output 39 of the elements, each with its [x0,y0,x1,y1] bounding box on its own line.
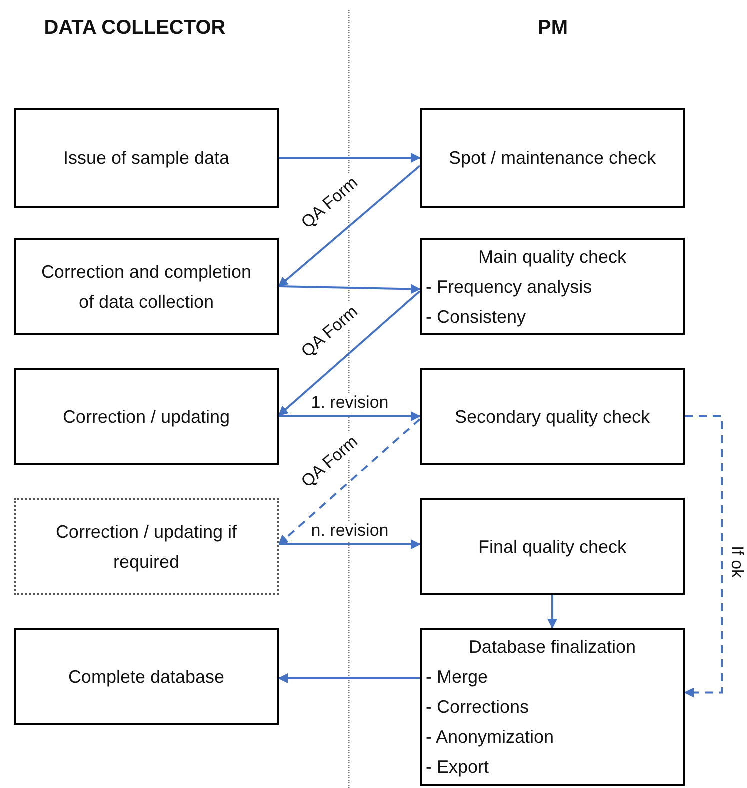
arrow [279,540,421,550]
list-item: - Corrections [426,696,530,719]
list-item: - Export [426,756,490,779]
arrow [279,153,421,163]
arrow [548,595,558,629]
process-box [14,498,279,595]
box-text: Issue of sample data [63,147,230,170]
process-box [420,108,685,208]
box-text: Secondary quality check [454,406,650,429]
list-item: - Consisteny [426,306,528,329]
arrow [278,165,421,288]
arrow [684,416,723,698]
edge-label: n. revision [309,521,391,541]
process-box [14,628,279,725]
box-text: Correction / updating if required [54,520,238,574]
list-item: - Merge [426,666,490,689]
arrow [278,284,421,294]
box-text: Final quality check [478,536,627,559]
list-item: - Frequency analysis [426,276,594,299]
box-text: Complete database [68,666,225,689]
box-text: Main quality check [477,246,628,269]
process-box [14,108,279,208]
arrow [278,290,421,416]
box-text: Spot / maintenance check [448,147,656,170]
lane-heading: DATA COLLECTOR [44,16,226,41]
list-item: - Anonymization [426,726,556,749]
process-box [420,498,685,595]
box-text: Correction and completion of data collection [40,260,253,314]
arrow [278,418,421,546]
box-text: Correction / updating [62,406,230,429]
process-box [14,368,279,465]
process-box [420,628,685,786]
process-box [14,238,279,335]
process-box [420,368,685,465]
process-box [420,238,685,335]
arrow [278,673,420,684]
box-text: Database finalization [468,636,638,659]
arrow [279,412,421,422]
lane-heading: PM [538,16,568,41]
